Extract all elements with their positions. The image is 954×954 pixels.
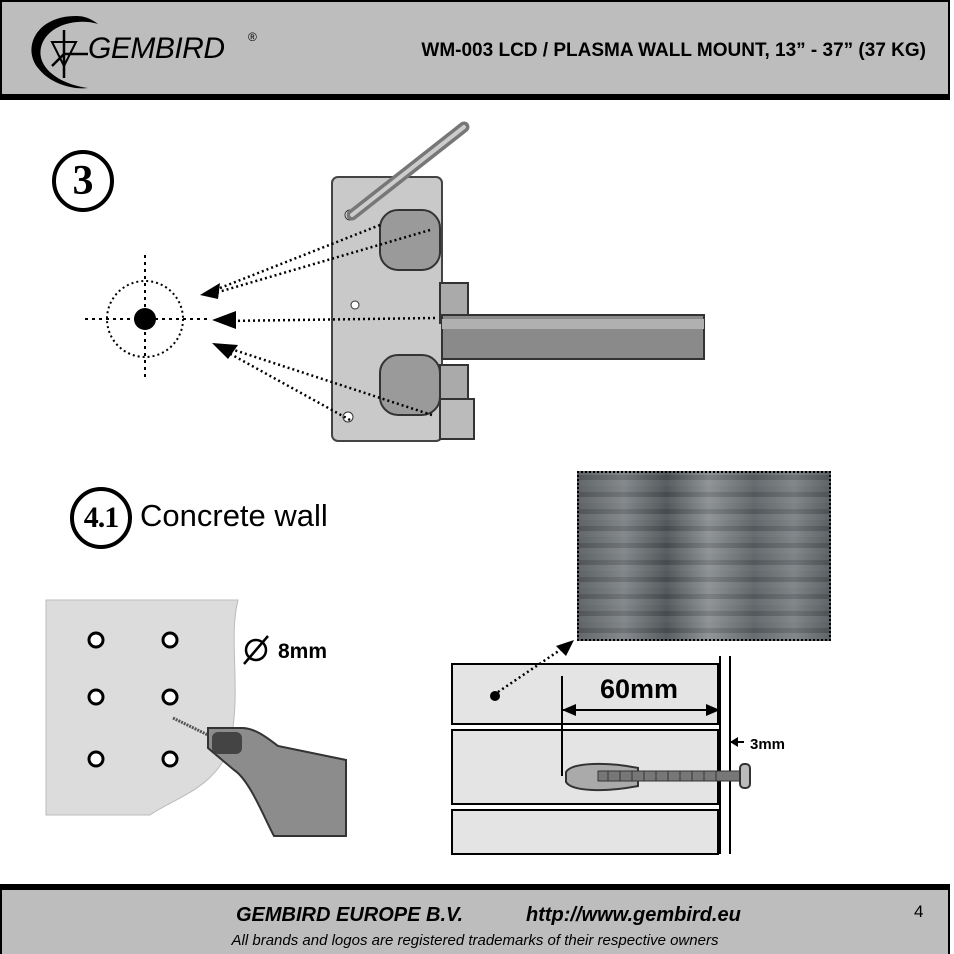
page-footer: GEMBIRD EUROPE B.V. http://www.gembird.e…: [0, 884, 950, 954]
wall-plate-icon: [331, 121, 705, 442]
step-3-badge: 3: [52, 150, 114, 212]
page-number: 4: [914, 902, 924, 921]
trademark-note: All brands and logos are registered trad…: [231, 932, 719, 949]
diameter-icon: [243, 635, 269, 665]
concrete-texture-image: [577, 471, 831, 641]
step-4-1-number: 4.1: [83, 501, 119, 534]
wall-plug-screw-icon: [565, 762, 751, 792]
step-3-number: 3: [72, 158, 94, 204]
registered-mark: ®: [248, 30, 257, 44]
drill-depth-label: 60mm: [600, 674, 679, 704]
drilling-holes-illustration: [45, 599, 347, 837]
pointer-dot: [490, 691, 500, 701]
gembird-swoosh-icon: [31, 16, 98, 89]
bracket-mounting-illustration: [85, 121, 705, 442]
alignment-arrows: [214, 223, 436, 422]
footer-url-link[interactable]: http://www.gembird.eu: [526, 904, 741, 926]
gembird-logo: GEMBIRD ®: [18, 8, 258, 96]
section-title-concrete-wall: Concrete wall: [140, 498, 328, 533]
page-header: GEMBIRD ® WM-003 LCD / PLASMA WALL MOUNT…: [0, 0, 950, 100]
footer-company: GEMBIRD EUROPE B.V.: [236, 904, 464, 926]
wall-layers: [451, 663, 719, 855]
hole-markers: [87, 631, 179, 768]
step-4-1-badge: 4.1: [70, 487, 132, 549]
logo-wordmark: GEMBIRD: [88, 32, 225, 65]
crosshair-target-icon: [85, 255, 210, 379]
drill-icon: [172, 716, 347, 837]
gap-label: 3mm: [750, 736, 786, 753]
page-title: WM-003 LCD / PLASMA WALL MOUNT, 13” - 37…: [421, 40, 926, 61]
anchor-cross-section-illustration: [451, 640, 751, 855]
drill-diameter-label: 8mm: [278, 640, 328, 663]
